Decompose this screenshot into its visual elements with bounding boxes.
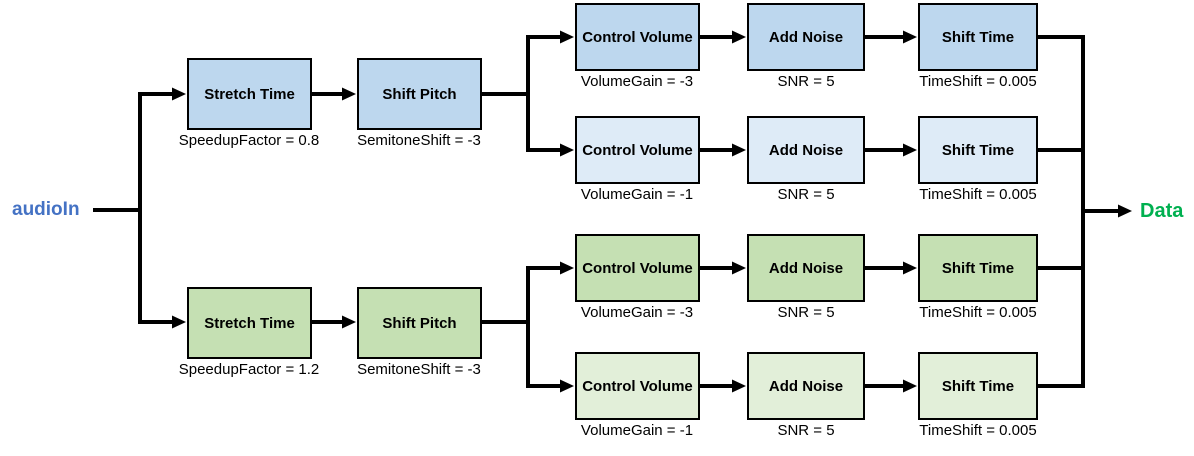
block-add-noise-row2: Add Noise	[747, 116, 865, 184]
block-shift-time-row1: Shift Time	[918, 3, 1038, 71]
block-shift-time-row3: Shift Time	[918, 234, 1038, 302]
caption-shift-pitch-bottom: SemitoneShift = -3	[357, 361, 481, 378]
caption-shift-time-row3: TimeShift = 0.005	[919, 304, 1037, 321]
block-stretch-time-top: Stretch Time	[187, 58, 312, 130]
caption-control-volume-row2: VolumeGain = -1	[580, 186, 694, 203]
block-stretch-time-bottom: Stretch Time	[187, 287, 312, 359]
caption-stretch-time-top: SpeedupFactor = 0.8	[178, 132, 320, 149]
block-shift-pitch-top: Shift Pitch	[357, 58, 482, 130]
caption-control-volume-row1: VolumeGain = -3	[580, 73, 694, 90]
block-shift-pitch-bottom: Shift Pitch	[357, 287, 482, 359]
caption-shift-pitch-top: SemitoneShift = -3	[357, 132, 481, 149]
caption-stretch-time-bottom: SpeedupFactor = 1.2	[178, 361, 320, 378]
caption-add-noise-row2: SNR = 5	[777, 186, 835, 203]
output-label: Data	[1140, 200, 1184, 222]
block-control-volume-row3: Control Volume	[575, 234, 700, 302]
block-control-volume-row2: Control Volume	[575, 116, 700, 184]
caption-shift-time-row2: TimeShift = 0.005	[919, 186, 1037, 203]
block-control-volume-row4: Control Volume	[575, 352, 700, 420]
input-label: audioIn	[12, 199, 80, 220]
caption-add-noise-row3: SNR = 5	[777, 304, 835, 321]
caption-shift-time-row4: TimeShift = 0.005	[919, 422, 1037, 439]
block-add-noise-row3: Add Noise	[747, 234, 865, 302]
caption-add-noise-row1: SNR = 5	[777, 73, 835, 90]
block-control-volume-row1: Control Volume	[575, 3, 700, 71]
caption-control-volume-row4: VolumeGain = -1	[580, 422, 694, 439]
caption-control-volume-row3: VolumeGain = -3	[580, 304, 694, 321]
caption-shift-time-row1: TimeShift = 0.005	[919, 73, 1037, 90]
block-shift-time-row4: Shift Time	[918, 352, 1038, 420]
block-shift-time-row2: Shift Time	[918, 116, 1038, 184]
caption-add-noise-row4: SNR = 5	[777, 422, 835, 439]
block-add-noise-row4: Add Noise	[747, 352, 865, 420]
block-add-noise-row1: Add Noise	[747, 3, 865, 71]
